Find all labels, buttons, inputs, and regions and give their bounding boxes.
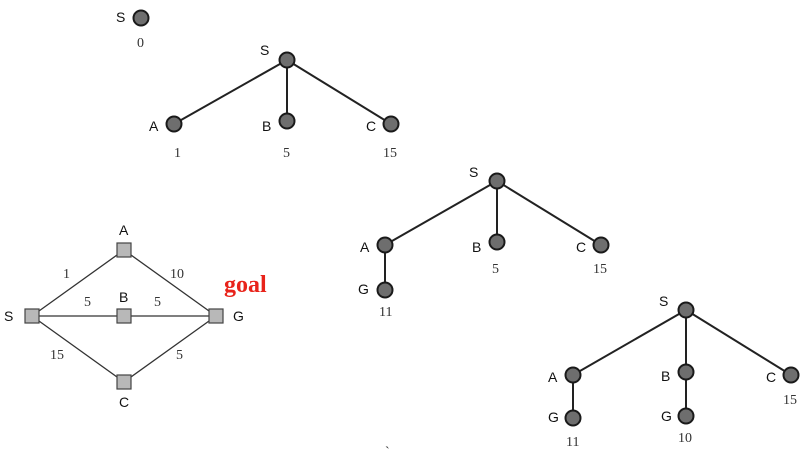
tree4-label-b: B	[661, 368, 670, 384]
graph-cost-s-c: 15	[50, 348, 64, 363]
tree3-cost-c: 15	[593, 262, 607, 277]
tree1-cost-s: 0	[137, 36, 144, 51]
graph-node-s	[24, 308, 40, 324]
tree4-label-c: C	[766, 369, 776, 385]
graph-node-b	[116, 308, 132, 324]
graph-edge-a-g	[123, 249, 217, 317]
tree2-node-a	[165, 115, 183, 133]
tree3-cost-b: 5	[492, 262, 499, 277]
tree3-edge-s-a	[384, 180, 498, 246]
tree2-label-b: B	[262, 118, 271, 134]
tree4-label-g-left: G	[548, 409, 559, 425]
tree1-node-s	[132, 9, 150, 27]
tree3-label-a: A	[360, 239, 370, 255]
tree3-edge-s-c	[496, 180, 602, 246]
graph-cost-c-g: 5	[176, 348, 183, 363]
tree2-label-c: C	[366, 118, 376, 134]
tree4-node-g-left	[564, 409, 582, 427]
tree2-node-b	[278, 112, 296, 130]
graph-node-c	[116, 374, 132, 390]
tree4-node-b	[677, 363, 695, 381]
graph-cost-s-a: 1	[63, 267, 70, 282]
tree3-node-s	[488, 172, 506, 190]
graph-cost-a-g: 10	[170, 267, 184, 282]
tree2-label-s: S	[260, 42, 269, 58]
search-tree-4: S A B C G G 15 11 10	[548, 293, 800, 450]
tree2-cost-b: 5	[283, 146, 290, 161]
tree2-node-c	[382, 115, 400, 133]
stray-mark: `	[385, 445, 390, 455]
tree3-label-g: G	[358, 281, 369, 297]
tree3-node-a	[376, 236, 394, 254]
search-tree-1: S 0	[116, 9, 150, 51]
tree4-node-s	[677, 301, 695, 319]
goal-label: goal	[224, 272, 267, 298]
graph-node-a	[116, 242, 132, 258]
tree3-cost-g: 11	[379, 305, 392, 320]
tree2-label-a: A	[149, 118, 159, 134]
tree4-edge-s-a	[572, 309, 687, 376]
tree1-label-s: S	[116, 9, 125, 25]
tree2-cost-a: 1	[174, 146, 181, 161]
tree2-cost-c: 15	[383, 146, 397, 161]
tree3-node-b	[488, 233, 506, 251]
tree4-cost-g-left: 11	[566, 435, 579, 450]
tree3-node-c	[592, 236, 610, 254]
tree4-label-g-right: G	[661, 408, 672, 424]
tree4-node-c	[782, 366, 800, 384]
graph-label-s: S	[4, 308, 13, 324]
graph-label-a: A	[119, 222, 129, 238]
graph: S A B C G 1 10 5 5 15 5 goal	[4, 222, 267, 410]
tree4-edge-s-c	[685, 309, 792, 376]
tree3-label-c: C	[576, 239, 586, 255]
graph-edge-s-c	[31, 315, 125, 383]
graph-edge-c-g	[123, 315, 217, 383]
graph-label-b: B	[119, 289, 128, 305]
tree4-label-a: A	[548, 369, 558, 385]
graph-label-g: G	[233, 308, 244, 324]
tree3-label-s: S	[469, 164, 478, 180]
tree4-node-a	[564, 366, 582, 384]
graph-cost-b-g: 5	[154, 295, 161, 310]
search-tree-2: S A B C 1 5 15	[149, 42, 400, 161]
tree2-edge-s-a	[173, 59, 288, 125]
tree4-cost-c: 15	[783, 393, 797, 408]
graph-cost-s-b: 5	[84, 295, 91, 310]
tree2-edge-s-c	[286, 59, 392, 125]
graph-label-c: C	[119, 394, 129, 410]
tree3-node-g	[376, 281, 394, 299]
tree4-node-g-right	[677, 407, 695, 425]
tree3-label-b: B	[472, 239, 481, 255]
tree4-label-s: S	[659, 293, 668, 309]
tree4-cost-g-right: 10	[678, 431, 692, 446]
search-tree-3: S A B C G 5 15 11	[358, 164, 610, 320]
tree2-node-s	[278, 51, 296, 69]
graph-edge-s-a	[31, 249, 125, 317]
graph-node-g	[208, 308, 224, 324]
